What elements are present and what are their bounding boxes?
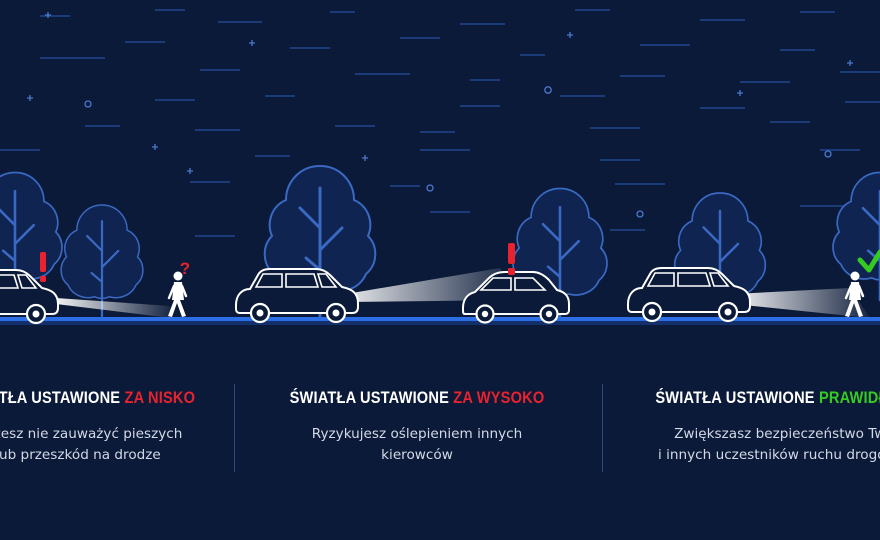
correct-beams-column: ŚWIATŁA USTAWIONE PRAWIDŁOWO Zwiększasz …	[580, 388, 880, 466]
heading-highlight: ZA NISKO	[124, 388, 196, 407]
high-beams-column: ŚWIATŁA USTAWIONE ZA WYSOKO Ryzykujesz o…	[207, 388, 627, 466]
description-line: Zwiększasz bezpieczeństwo Twoje	[674, 426, 880, 442]
description-line: kierowców	[381, 447, 453, 463]
scene-low-beams: ?	[0, 252, 190, 325]
svg-text:?: ?	[180, 259, 190, 278]
high-beams-heading: ŚWIATŁA USTAWIONE ZA WYSOKO	[236, 388, 597, 408]
question-icon: ?	[180, 259, 190, 278]
description-line: Możesz nie zauważyć pieszych	[0, 426, 183, 442]
heading-prefix: ŚWIATŁA USTAWIONE	[0, 388, 121, 407]
low-beam-light	[56, 298, 172, 318]
description-line: lub przeszkód na drodze	[0, 447, 161, 463]
stars	[27, 12, 853, 218]
heading-highlight: PRAWIDŁOWO	[818, 388, 880, 407]
description-line: Ryzykujesz oślepieniem innych	[311, 426, 523, 442]
low-beams-description: Możesz nie zauważyć pieszych lub przeszk…	[0, 424, 288, 466]
exclamation-icon	[40, 252, 46, 282]
column-divider	[234, 384, 235, 472]
scene-high-beams	[234, 243, 571, 324]
correct-beam-light	[734, 288, 870, 318]
car-icon	[0, 268, 60, 325]
heading-highlight: ZA WYSOKO	[453, 388, 545, 407]
low-beams-heading: ŚWIATŁA USTAWIONE ZA NISKO	[0, 388, 259, 408]
heading-prefix: ŚWIATŁA USTAWIONE	[655, 388, 819, 407]
road-line	[0, 317, 880, 321]
heading-prefix: ŚWIATŁA USTAWIONE	[289, 388, 454, 407]
description-line: i innych uczestników ruchu drogowego	[658, 447, 880, 463]
high-beams-description: Ryzykujesz oślepieniem innych kierowców	[207, 424, 627, 466]
correct-beams-heading: ŚWIATŁA USTAWIONE PRAWIDŁOWO	[609, 388, 880, 408]
scene-correct-beams	[626, 249, 880, 323]
low-beams-column: ŚWIATŁA USTAWIONE ZA NISKO Możesz nie za…	[0, 388, 288, 466]
exclamation-icon	[508, 243, 515, 275]
column-divider	[602, 384, 603, 472]
checkmark-icon	[857, 249, 880, 273]
pedestrian-icon	[166, 270, 188, 319]
night-sky-decoration	[0, 9, 880, 237]
correct-beams-description: Zwiększasz bezpieczeństwo Twoje i innych…	[580, 424, 880, 466]
night-road-scene: ?	[0, 9, 880, 325]
